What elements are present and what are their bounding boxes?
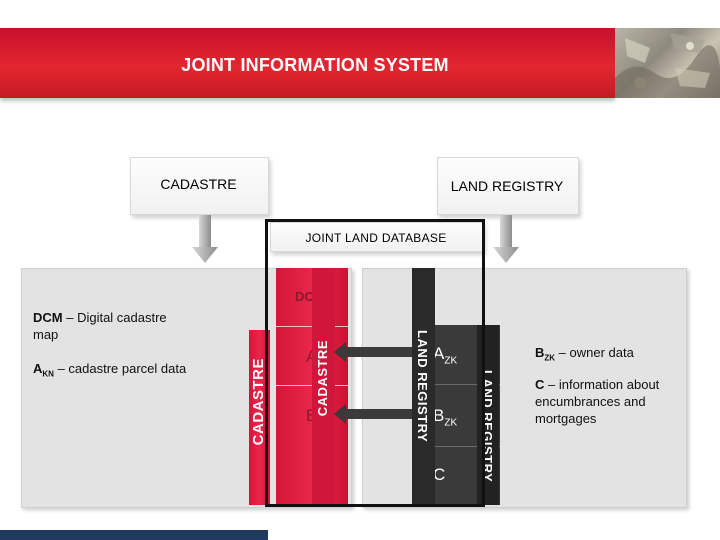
bzk-description: BZK – owner data [535,344,680,367]
bzk-term-subscript: ZK [544,353,556,363]
aerial-map-image [615,28,720,98]
akn-term: A [33,361,43,376]
bzk-term: B [535,345,545,360]
a-tag: A [306,347,317,367]
left-arrow-icon [334,342,412,362]
dcm-term: DCM [33,310,63,325]
c-description: C – information about encumbrances and m… [535,376,680,427]
page-title: JOINT INFORMATION SYSTEM [181,55,449,75]
down-arrow-icon [493,215,519,263]
bzk-subscript: ZK [444,417,458,429]
bzk-tag: BZK [433,406,457,428]
dcm-description: DCM – Digital cadastre map [33,309,193,343]
title-banner [0,28,615,98]
cadastre-box [130,157,269,215]
footer-strip [0,530,268,540]
azk-tag: AZK [433,344,457,366]
azk-subscript: ZK [444,355,458,367]
left-arrow-icon [334,404,412,424]
c-term: C [535,377,545,392]
column-divider [435,384,500,385]
land-registry-label: LAND REGISTRY [450,178,564,194]
akn-definition: – cadastre parcel data [53,361,187,376]
c-definition: – information about encumbrances and mor… [535,377,660,426]
land-registry-column-front [412,268,435,506]
azk-main: A [433,344,445,363]
down-arrow-icon [192,215,218,263]
land-registry-vertical-label: LAND REGISTRY [415,330,430,443]
bzk-definition: – owner data [555,345,634,360]
akn-description: AKN – cadastre parcel data [33,360,193,383]
cadastre-column-front [312,268,335,506]
land-registry-box [437,157,579,215]
akn-subscript: KN [42,369,54,379]
joint-land-database-box [270,222,484,252]
b-tag: B [306,406,317,426]
column-divider [435,446,500,447]
cadastre-column-outer [249,330,270,505]
joint-land-database-label: JOINT LAND DATABASE [305,231,447,245]
cadastre-label: CADASTRE [160,176,237,192]
bzk-main: B [433,406,445,425]
dcm-definition: – Digital cadastre map [33,310,167,342]
joint-database-frame [265,219,485,507]
c-tag: C [433,465,446,484]
